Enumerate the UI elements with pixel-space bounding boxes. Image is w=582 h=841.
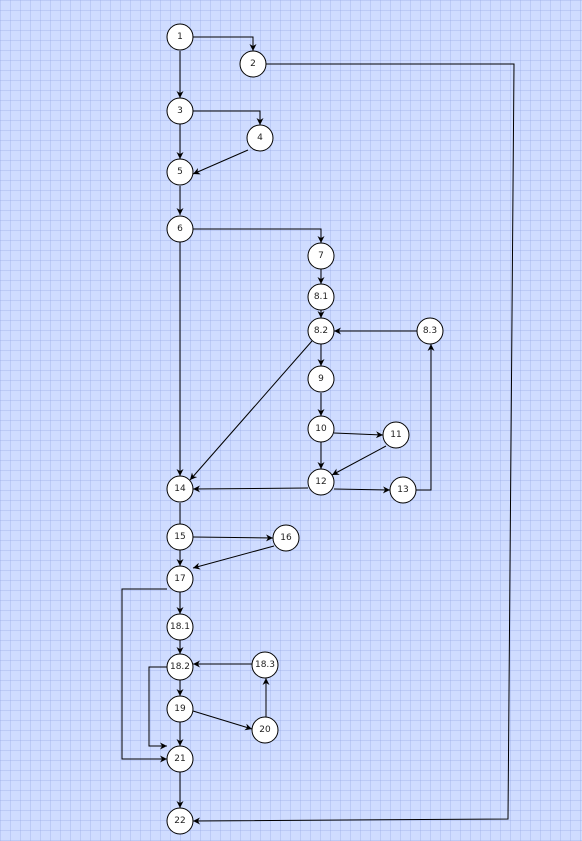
- edge-3-4: [193, 110, 264, 125]
- node-label: 3: [177, 106, 183, 116]
- nodes: 1 2 3 4 5 6 7 8.1 8.2 8.3 9 10 11 12 13 …: [166, 23, 444, 835]
- node-15[interactable]: 15: [166, 523, 194, 551]
- node-label: 12: [315, 477, 326, 487]
- node-5[interactable]: 5: [166, 158, 194, 186]
- node-18.3[interactable]: 18.3: [251, 651, 279, 679]
- node-label: 18.1: [170, 622, 190, 632]
- node-label: 15: [174, 532, 185, 542]
- edge-13-8.3: [416, 344, 435, 491]
- node-10[interactable]: 10: [307, 415, 335, 443]
- edges: [121, 36, 515, 825]
- edge-10-11: [333, 431, 384, 439]
- node-6[interactable]: 6: [166, 215, 194, 243]
- node-14[interactable]: 14: [166, 475, 194, 503]
- node-label: 2: [250, 59, 256, 69]
- node-label: 10: [315, 424, 327, 434]
- node-12[interactable]: 12: [307, 468, 335, 496]
- node-label: 17: [174, 574, 185, 584]
- edge-16-17: [192, 545, 275, 570]
- node-label: 13: [397, 485, 408, 495]
- node-16[interactable]: 16: [272, 524, 300, 552]
- node-19[interactable]: 19: [166, 695, 194, 723]
- node-20[interactable]: 20: [251, 716, 279, 744]
- node-label: 8.3: [423, 326, 437, 336]
- node-label: 7: [318, 251, 324, 261]
- node-label: 8.1: [314, 292, 328, 302]
- node-label: 21: [174, 754, 185, 764]
- node-2[interactable]: 2: [239, 50, 267, 78]
- node-11[interactable]: 11: [382, 421, 410, 449]
- node-7[interactable]: 7: [307, 242, 335, 270]
- node-9[interactable]: 9: [307, 365, 335, 393]
- node-label: 14: [174, 484, 186, 494]
- node-21[interactable]: 21: [166, 745, 194, 773]
- node-17[interactable]: 17: [166, 565, 194, 593]
- node-label: 18.2: [170, 662, 190, 672]
- edge-11-12: [331, 445, 387, 476]
- node-label: 9: [318, 374, 324, 384]
- edge-17-21: [121, 588, 167, 763]
- node-label: 6: [177, 224, 183, 234]
- node-3[interactable]: 3: [166, 97, 194, 125]
- node-label: 18.3: [255, 660, 275, 670]
- node-8.1[interactable]: 8.1: [307, 283, 335, 311]
- node-label: 19: [174, 704, 186, 714]
- node-8.2[interactable]: 8.2: [307, 317, 335, 345]
- node-18.2[interactable]: 18.2: [166, 653, 194, 681]
- node-label: 20: [259, 725, 271, 735]
- edge-1-2: [193, 36, 257, 51]
- node-label: 11: [390, 430, 401, 440]
- edge-12-14: [192, 485, 309, 493]
- edge-8.2-14: [189, 340, 313, 481]
- node-label: 5: [177, 167, 183, 177]
- node-1[interactable]: 1: [166, 23, 194, 51]
- edge-12-13: [333, 486, 391, 494]
- edge-2-22: [192, 63, 515, 825]
- edge-19-20: [192, 710, 253, 731]
- edge-15-16: [192, 534, 274, 542]
- node-label: 16: [280, 533, 292, 543]
- node-label: 1: [177, 32, 183, 42]
- edge-6-7: [193, 228, 325, 243]
- node-13[interactable]: 13: [389, 476, 417, 504]
- node-label: 22: [174, 816, 185, 826]
- edge-4-5: [192, 149, 249, 175]
- node-label: 4: [257, 133, 263, 143]
- node-4[interactable]: 4: [246, 124, 274, 152]
- edge-18.2-21: [148, 666, 167, 750]
- node-22[interactable]: 22: [166, 807, 194, 835]
- node-label: 8.2: [314, 326, 328, 336]
- node-18.1[interactable]: 18.1: [166, 613, 194, 641]
- node-8.3[interactable]: 8.3: [416, 317, 444, 345]
